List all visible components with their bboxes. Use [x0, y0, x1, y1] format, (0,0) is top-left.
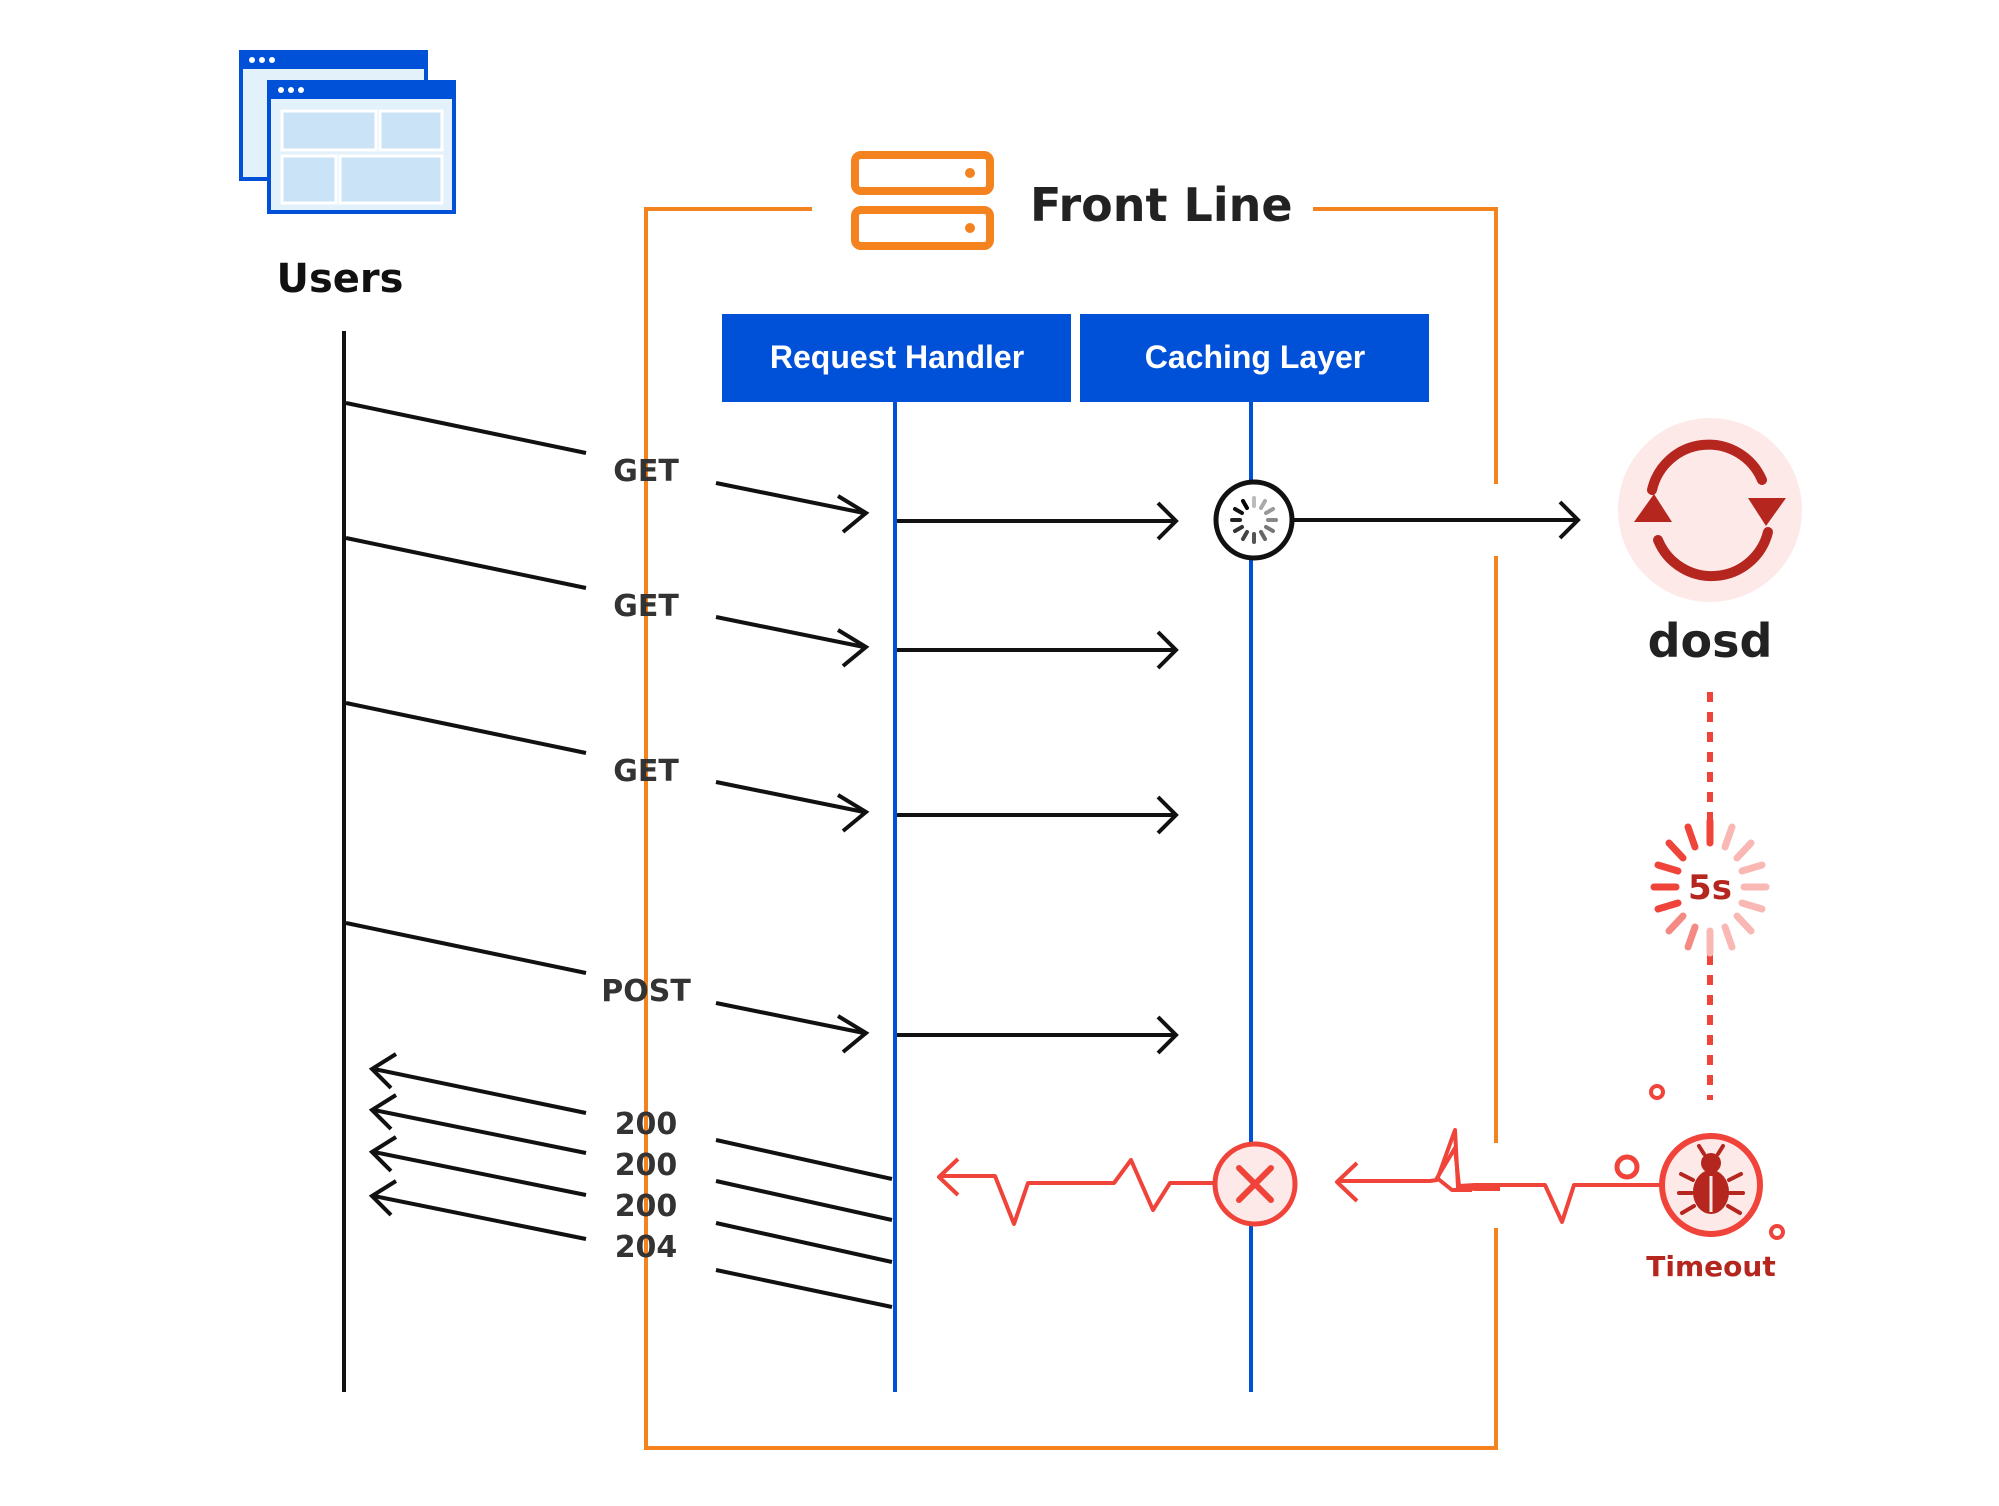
- request-handler-label: Request Handler: [770, 339, 1024, 375]
- decor-dot: [1614, 1154, 1640, 1180]
- response-label: 200: [615, 1107, 678, 1142]
- browser-windows-icon: [239, 50, 456, 214]
- caching-layer-header: [1080, 314, 1429, 402]
- forward-arrow-1: [897, 501, 1179, 541]
- response-4: [368, 1179, 893, 1309]
- request-2: [345, 536, 870, 668]
- request-handler-header: [722, 314, 1071, 402]
- timer-icon: [1650, 817, 1770, 957]
- request-label: GET: [613, 754, 679, 789]
- request-label: POST: [601, 974, 691, 1009]
- request-3: [345, 701, 870, 833]
- request-label: GET: [613, 589, 679, 624]
- sync-icon: [1647, 439, 1773, 582]
- request-label: GET: [613, 454, 679, 489]
- request-1: [345, 401, 870, 534]
- front-line-frame: [644, 207, 1498, 1450]
- front-line-title: Front Line: [1030, 178, 1293, 232]
- sync-arrowhead: [1748, 498, 1786, 526]
- decor-dot: [1769, 1224, 1785, 1240]
- request-4: [345, 921, 870, 1054]
- timeout-error-line-2: [1335, 1128, 1500, 1203]
- timeout-error-line: [1435, 1146, 1662, 1224]
- server-led: [965, 168, 975, 178]
- forward-arrow-3: [897, 795, 1179, 835]
- timer-label: 5s: [1688, 868, 1732, 908]
- decor-dot: [1649, 1084, 1665, 1100]
- response-label: 204: [615, 1230, 678, 1265]
- forward-arrow-2: [897, 630, 1179, 670]
- forward-arrow-4: [897, 1015, 1179, 1055]
- response-2: [368, 1093, 893, 1222]
- response-3: [368, 1135, 893, 1264]
- response-label: 200: [615, 1148, 678, 1183]
- cache-error-line: [937, 1157, 1214, 1226]
- sync-arrowhead: [1634, 494, 1672, 522]
- error-x-icon: [1212, 1141, 1298, 1227]
- dosd-request-arrow: [1294, 500, 1581, 540]
- bug-icon: [1677, 1144, 1745, 1215]
- timeout-label: Timeout: [1646, 1250, 1775, 1283]
- users-label: Users: [277, 256, 404, 302]
- server-stack-icon: [851, 151, 994, 250]
- response-1: [368, 1052, 893, 1181]
- caching-layer-label: Caching Layer: [1145, 339, 1366, 375]
- server-led: [965, 223, 975, 233]
- loading-spinner-icon: [1213, 479, 1295, 561]
- dosd-label: dosd: [1648, 614, 1773, 668]
- response-label: 200: [615, 1189, 678, 1224]
